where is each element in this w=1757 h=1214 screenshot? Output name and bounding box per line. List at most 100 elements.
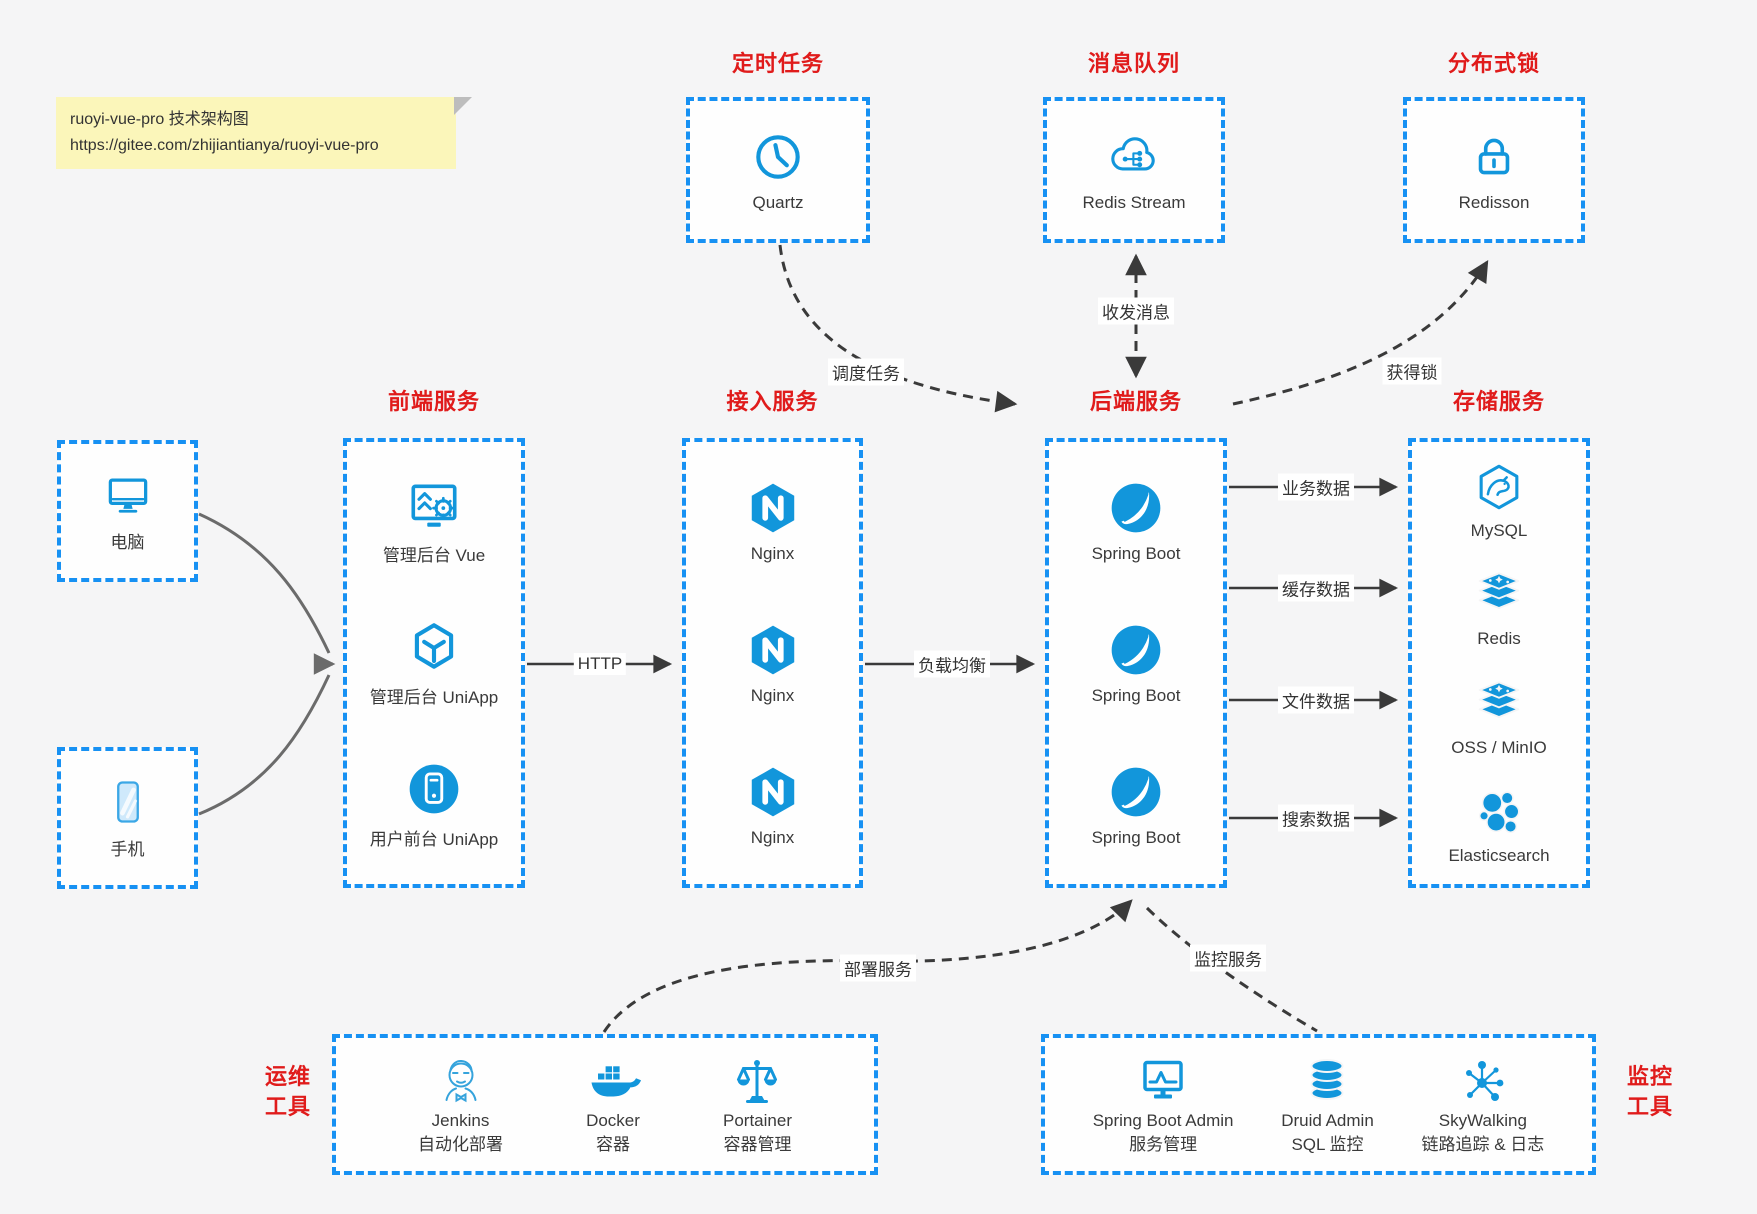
box-scheduled-task: Quartz [686,97,870,243]
edge-label-http: HTTP [573,653,627,675]
box-client-pc: 电脑 [57,440,198,582]
node-skywalking: SkyWalking 链路追踪 & 日志 [1421,1053,1544,1157]
node-springboot-1: Spring Boot [1091,479,1181,564]
node-admin-vue: 管理后台 Vue [383,476,485,566]
box-client-phone: 手机 [57,747,198,889]
node-phone: 手机 [102,776,154,860]
box-monitor-tools: Spring Boot Admin 服务管理 Druid Admin SQL 监… [1041,1034,1596,1175]
node-druid-admin: Druid Admin SQL 监控 [1281,1053,1374,1157]
node-label: Nginx [750,543,795,563]
uniapp-cube-icon [414,623,454,669]
group-title-backend: 后端服务 [1089,389,1182,414]
node-sublabel: 容器管理 [723,1134,792,1154]
docker-whale-icon [591,1065,641,1096]
node-label: 手机 [110,840,145,859]
note-fold-corner [454,97,472,115]
database-stack-icon [1310,1058,1344,1100]
node-label: Docker [586,1110,640,1130]
node-nginx-3: Nginx [744,763,802,848]
node-sublabel: 服务管理 [1129,1134,1198,1154]
node-label: Elasticsearch [1448,846,1550,866]
node-label: Nginx [750,685,795,705]
node-user-uniapp: 用户前台 UniApp [370,760,498,850]
node-springboot-admin: Spring Boot Admin 服务管理 [1093,1053,1234,1157]
node-label: Redis [1477,629,1521,649]
topology-icon [1465,1060,1504,1101]
node-sublabel: 链路追踪 & 日志 [1421,1134,1545,1154]
node-label: 电脑 [110,533,145,552]
node-label: 用户前台 UniApp [369,830,499,849]
node-springboot-2: Spring Boot [1091,621,1181,706]
node-label: MySQL [1470,520,1528,540]
node-redis-stream: Redis Stream [1083,128,1185,213]
node-mysql: MySQL [1470,460,1528,541]
edge-label-load-balance: 负载均衡 [914,650,990,678]
box-message-queue: Redis Stream [1043,97,1225,243]
node-quartz: Quartz [749,128,807,213]
edge-label-send-receive-message: 收发消息 [1098,297,1174,325]
phone-icon [116,781,139,823]
edge-label-acquire-lock: 获得锁 [1382,357,1442,385]
spring-leaf-icon [1111,767,1161,816]
node-label: Redisson [1458,192,1530,212]
node-label: Spring Boot [1091,685,1181,705]
node-label: Druid Admin [1281,1110,1374,1130]
edge-label-schedule-task: 调度任务 [828,358,904,386]
edge-label-monitor-service: 监控服务 [1190,944,1266,972]
group-title-frontend: 前端服务 [387,389,480,414]
box-frontend: 管理后台 Vue 管理后台 UniApp 用户前台 UniApp [343,438,525,888]
node-springboot-3: Spring Boot [1091,763,1181,848]
node-label: Jenkins [431,1110,490,1130]
box-backend: Spring Boot Spring Boot Spring Boot [1045,438,1227,888]
edge-label-deploy-service: 部署服务 [840,954,916,982]
edge-acquire-lock [1232,259,1489,406]
spring-leaf-icon [1111,625,1161,674]
node-label: Spring Boot Admin [1092,1110,1234,1130]
node-label: 管理后台 Vue [382,546,486,565]
sticky-note: ruoyi-vue-pro 技术架构图 https://gitee.com/zh… [56,97,472,169]
node-label: Spring Boot [1091,827,1181,847]
nginx-icon [751,767,794,816]
box-ops-tools: Jenkins 自动化部署 Docker 容器 [332,1034,878,1175]
mq-cloud-icon [1111,136,1155,170]
edge-label-cache-data: 缓存数据 [1278,574,1354,602]
redis-stack-icon [1478,572,1520,610]
group-title-message-queue: 消息队列 [1087,51,1180,76]
node-label: OSS / MinIO [1451,737,1547,757]
storage-stack-icon [1478,681,1520,718]
portainer-scales-icon [737,1059,778,1103]
group-title-access: 接入服务 [726,389,819,414]
node-redis: Redis [1472,568,1526,649]
edge-pc-to-frontend [198,512,331,654]
node-jenkins: Jenkins 自动化部署 [418,1053,503,1157]
edge-phone-to-frontend [198,674,331,816]
node-nginx-2: Nginx [744,621,802,706]
box-distributed-lock: Redisson [1403,97,1585,243]
lock-icon [1478,138,1510,174]
node-label: Quartz [752,192,804,212]
node-redisson: Redisson [1458,128,1530,213]
group-title-scheduled-task: 定时任务 [731,51,824,76]
node-label: Portainer [723,1110,792,1130]
spring-leaf-icon [1111,483,1161,532]
nginx-icon [751,483,794,532]
node-sublabel: 容器 [596,1134,630,1154]
node-elasticsearch: Elasticsearch [1448,785,1550,866]
admin-dashboard-icon [411,484,457,527]
jenkins-icon [445,1059,476,1102]
desktop-icon [108,478,147,513]
edge-label-business-data: 业务数据 [1278,473,1354,501]
clock-icon [756,134,800,179]
node-sublabel: SQL 监控 [1291,1134,1364,1154]
mysql-dolphin-icon [1479,464,1519,510]
note-title: ruoyi-vue-pro 技术架构图 [70,111,249,128]
edge-label-search-data: 搜索数据 [1278,804,1354,832]
elasticsearch-cluster-icon [1478,791,1520,834]
box-access: Nginx Nginx Nginx [682,438,863,888]
group-title-distributed-lock: 分布式锁 [1447,51,1540,76]
node-label: Spring Boot [1091,543,1181,563]
side-label-ops-tools: 运维 工具 [264,1064,311,1119]
mobile-app-icon [409,764,459,814]
note-url: https://gitee.com/zhijiantianya/ruoyi-vu… [70,137,379,154]
